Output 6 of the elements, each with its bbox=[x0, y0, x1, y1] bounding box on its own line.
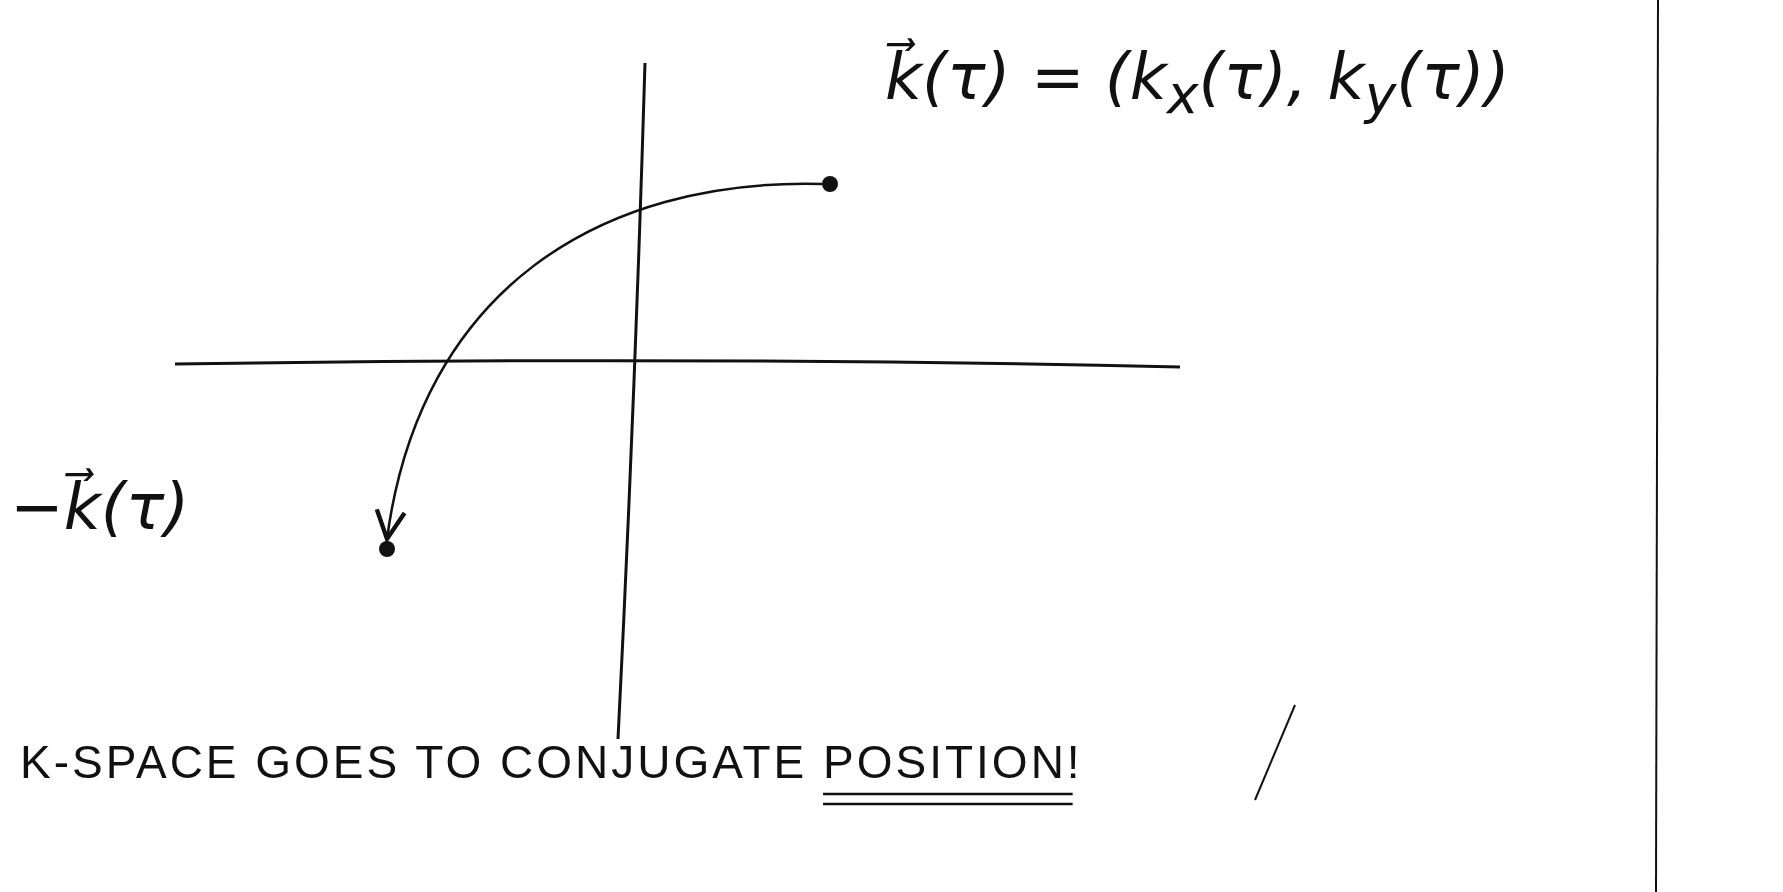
point-marker bbox=[379, 541, 395, 557]
vector-formula: k⃗(τ) = (k$_{x}$(τ), k$_{y}$(τ)) bbox=[885, 40, 1510, 126]
vector-formula: −k⃗(τ) bbox=[10, 470, 190, 544]
handwritten-note: K-SPACE GOES TO CONJUGATE POSITION! bbox=[20, 735, 1083, 789]
curved-arrow bbox=[376, 182, 823, 542]
point-marker bbox=[822, 176, 838, 192]
